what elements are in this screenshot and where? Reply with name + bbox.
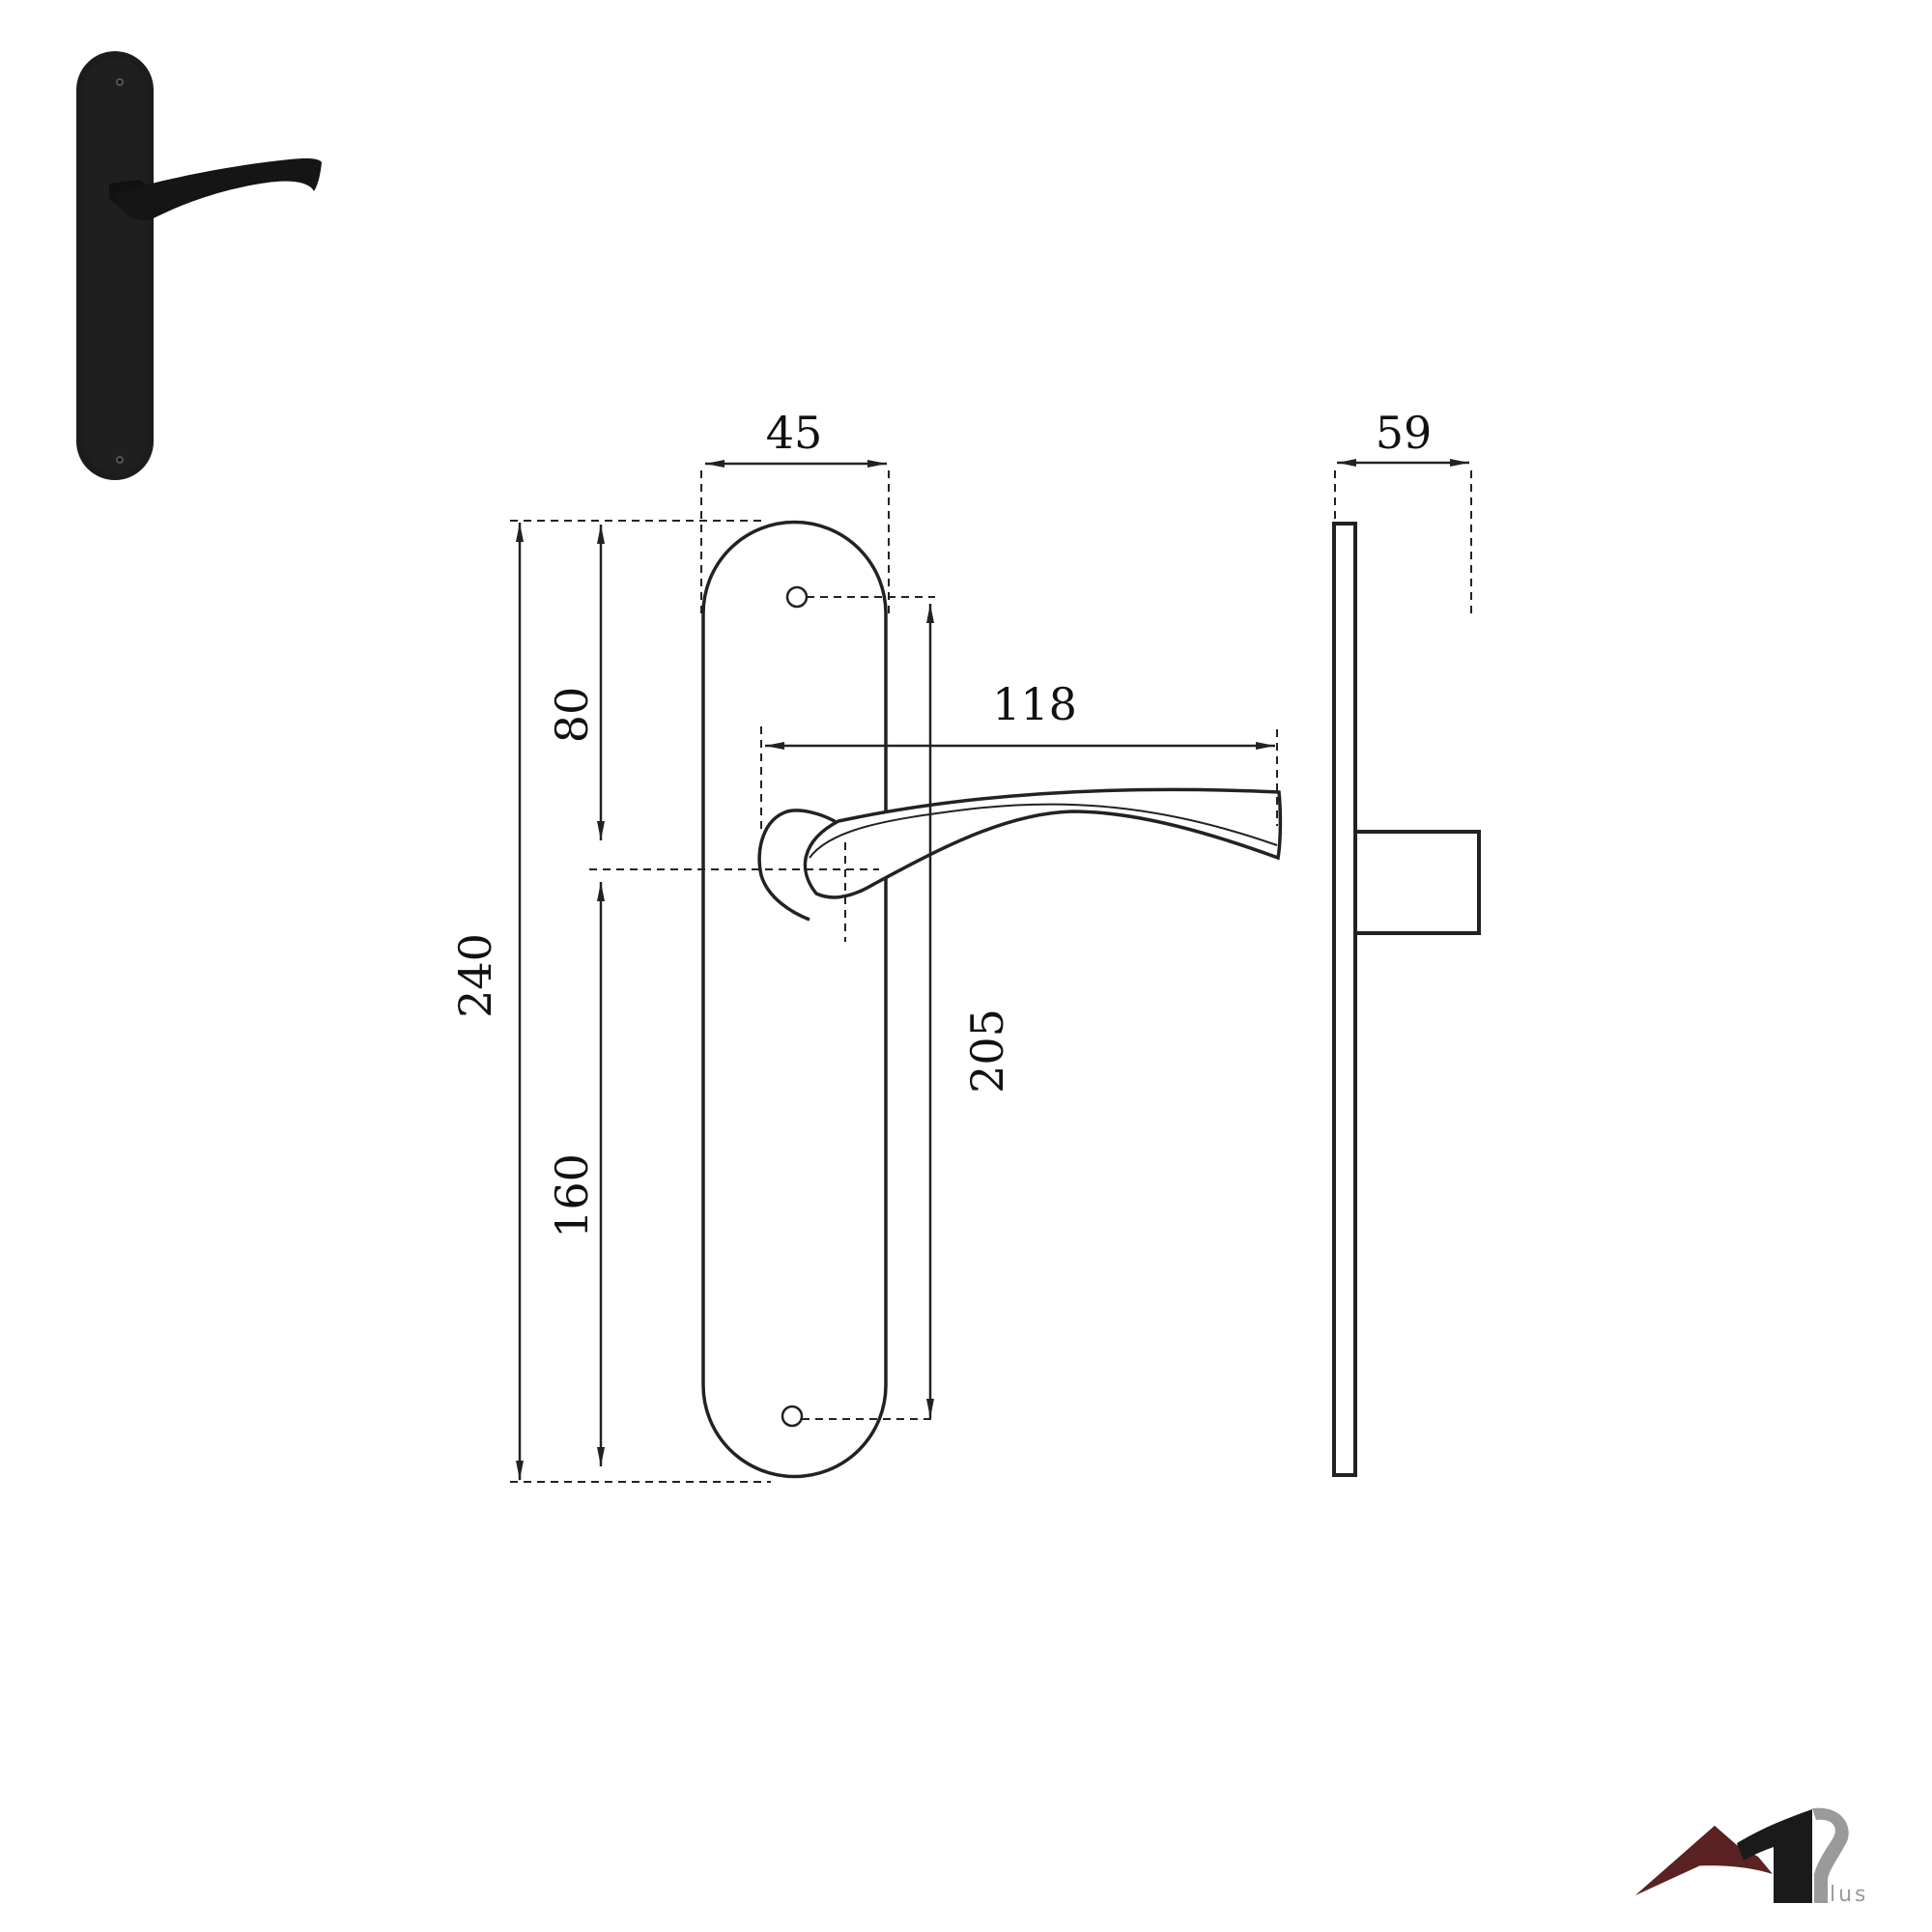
dim-label-118: 118	[992, 678, 1077, 730]
front-screw-hole-top	[785, 585, 809, 609]
logo-p-shape	[1812, 1807, 1849, 1903]
dim-label-205: 205	[961, 1009, 1013, 1094]
side-backplate	[1332, 522, 1357, 1477]
dim-label-80: 80	[546, 687, 598, 744]
dim-label-45: 45	[766, 407, 823, 459]
dim-label-240: 240	[449, 933, 501, 1018]
front-lever	[803, 787, 1283, 899]
photo-lever	[116, 158, 322, 221]
dim-label-59: 59	[1376, 407, 1433, 459]
product-photo	[76, 51, 322, 480]
logo-t-shape	[1737, 1809, 1812, 1903]
dim-label-160: 160	[546, 1153, 598, 1238]
side-spindle-block	[1353, 830, 1481, 935]
logo-suffix-text: lus	[1830, 1883, 1864, 1903]
brand-logo: lus	[1635, 1807, 1864, 1903]
front-screw-hole-bottom	[781, 1405, 804, 1428]
front-backplate	[701, 520, 888, 1479]
